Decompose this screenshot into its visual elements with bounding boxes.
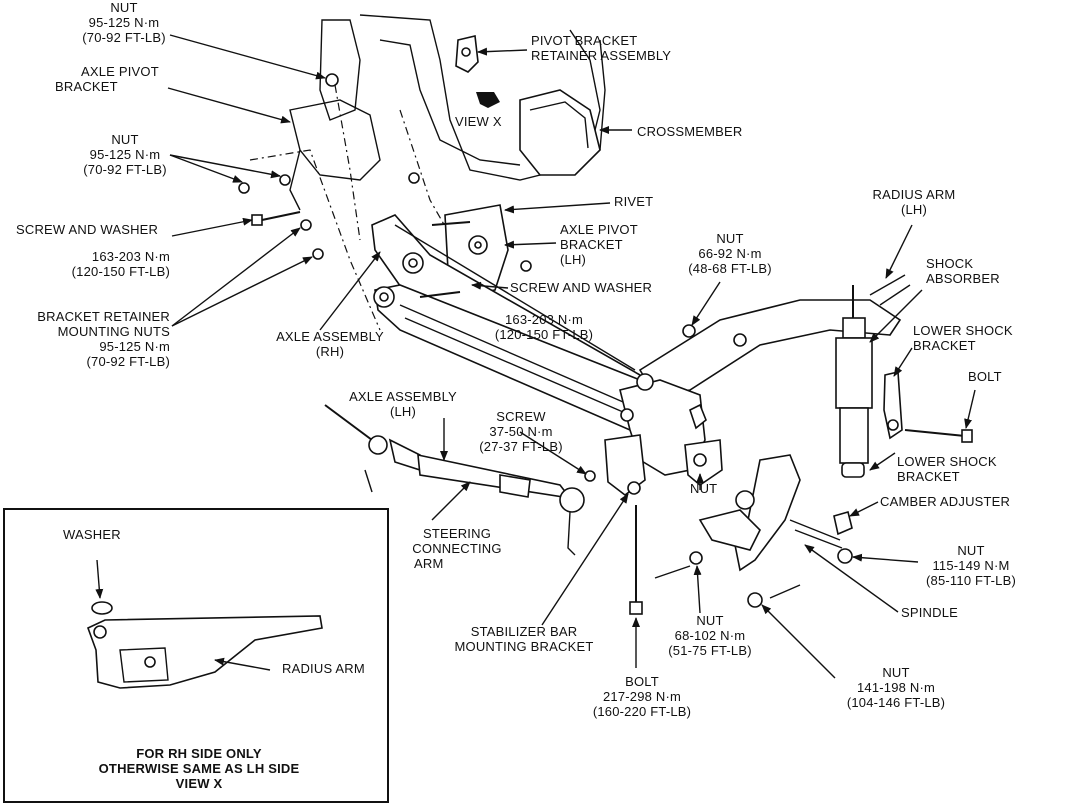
shock-bolt (904, 429, 973, 443)
pivot-bracket-retainer (455, 35, 479, 73)
long-bolt (629, 505, 643, 615)
crossmember (519, 89, 601, 176)
label-nut-plain: NUT (690, 481, 718, 496)
shock-absorber (835, 285, 873, 478)
label-axle-assembly-rh: AXLE ASSEMBLY(RH) (276, 329, 384, 359)
label-screw-and-washer-right: SCREW AND WASHER (510, 280, 653, 295)
label-radius-arm-lh: RADIUS ARM(LH) (872, 187, 956, 217)
stabilizer-bar-bracket (604, 434, 646, 497)
lower-shock-bracket (883, 371, 903, 440)
label-screw-and-washer-left: SCREW AND WASHER (16, 222, 159, 237)
spindle (698, 454, 843, 572)
label-rivet: RIVET (614, 194, 654, 209)
label-torque-163-right: 163-203 N·m(120-150 FT-LB) (494, 312, 594, 342)
hardware-nuts (238, 73, 763, 608)
leader-lines (167, 34, 976, 679)
label-camber-adjuster: CAMBER ADJUSTER (880, 494, 1011, 509)
label-torque-163-left: 163-203 N·m(120-150 FT-LB) (71, 249, 170, 279)
label-crossmember: CROSSMEMBER (637, 124, 743, 139)
view-direction-arrow-icon (476, 92, 500, 108)
label-view-x: VIEW X (455, 114, 502, 129)
inset-view-x (3, 508, 389, 803)
camber-adjuster (833, 511, 853, 564)
label-bolt-right: BOLT (968, 369, 1002, 384)
label-axle-assembly-lh: AXLE ASSEMBLY(LH) (349, 389, 457, 419)
label-radius-arm-inset: RADIUS ARM (282, 661, 365, 676)
label-spindle: SPINDLE (901, 605, 959, 620)
frame-rail (249, 14, 606, 331)
steering-connecting-arm (324, 404, 585, 556)
label-washer: WASHER (63, 527, 121, 542)
